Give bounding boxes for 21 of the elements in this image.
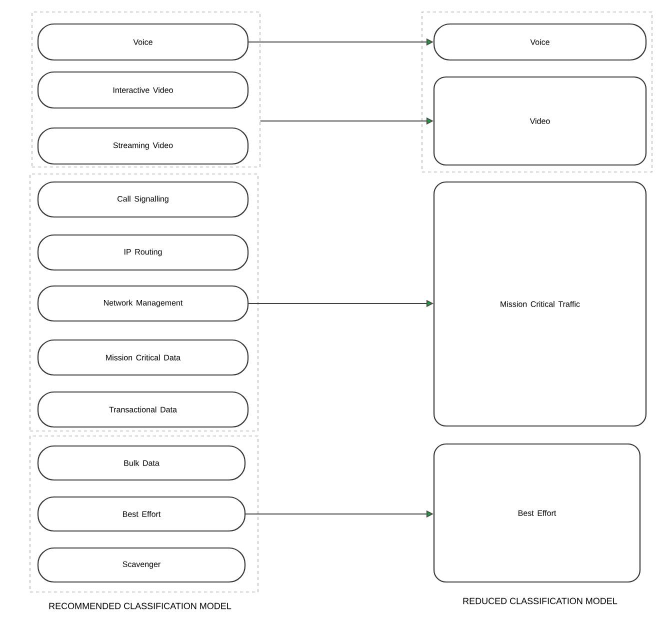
class-box: IP Routing xyxy=(37,234,249,271)
model-caption: REDUCED CLASSIFICATION MODEL xyxy=(463,598,618,604)
class-box: Best Effort xyxy=(37,496,246,532)
class-box: Scavenger xyxy=(37,547,246,583)
class-box: Video xyxy=(433,76,647,166)
class-box: Best Effort xyxy=(433,443,641,583)
group-frame xyxy=(422,12,652,172)
class-box: Mission Critical Traffic xyxy=(433,181,647,427)
class-box: Bulk Data xyxy=(37,445,246,481)
group-frame xyxy=(32,12,260,168)
class-box: Voice xyxy=(37,23,249,61)
group-frame xyxy=(30,174,258,432)
class-box: Streaming Video xyxy=(37,127,249,165)
class-box: Interactive Video xyxy=(37,71,249,109)
class-box: Call Signalling xyxy=(37,181,249,218)
class-box: Network Management xyxy=(37,285,249,322)
model-caption: RECOMMENDED CLASSIFICATION MODEL xyxy=(49,602,232,610)
class-box: Mission Critical Data xyxy=(37,339,249,376)
group-frame xyxy=(30,436,258,592)
class-box: Transactional Data xyxy=(37,391,249,428)
class-box: Voice xyxy=(433,23,647,61)
